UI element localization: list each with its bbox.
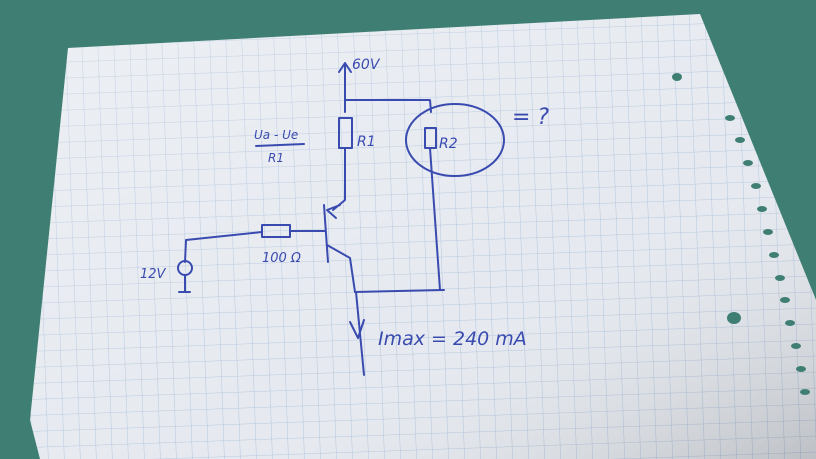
transistor-emitter-arrow [326,204,341,219]
resistor-base-label: 100 Ω [262,251,301,266]
question-label: = ? [512,105,549,130]
base-wire [184,231,263,263]
ground-wire [178,274,191,293]
output-arrowhead [349,319,365,339]
r1-label: R1 [357,134,376,150]
bottom-rail [354,289,445,293]
source-voltage-label: 12V [140,267,167,282]
formula-denominator: R1 [268,151,284,165]
transistor-collector [326,244,356,293]
formula-fraction-line [255,143,305,147]
r2-circle-mark [405,103,505,177]
supply-label: 60V [352,57,381,73]
formula-numerator: Ua - Ue [254,128,298,142]
circuit [177,62,505,376]
binder-holes [672,73,810,395]
paper-sheet [30,14,816,459]
transistor-base-bar [323,204,329,263]
current-label: Imax = 240 mA [378,328,527,350]
supply-arrowhead [338,62,352,73]
r2-label: R2 [439,136,458,152]
